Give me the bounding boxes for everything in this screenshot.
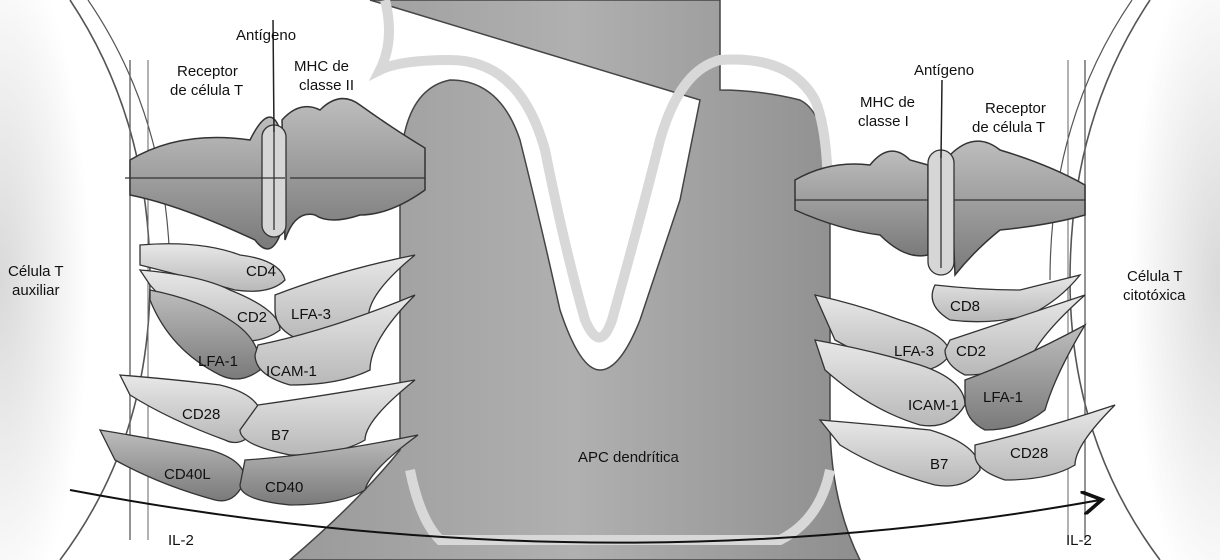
apc-label: APC dendrítica	[578, 449, 680, 466]
left-cell-label-2: auxiliar	[12, 282, 60, 299]
left-mhc-label-2: classe II	[299, 77, 354, 94]
left-icam1-label: ICAM-1	[266, 363, 317, 380]
left-tcr-label-2: de célula T	[170, 82, 243, 99]
left-b7-label: B7	[271, 427, 289, 444]
right-icam1-label: ICAM-1	[908, 397, 959, 414]
right-tcr-label-1: Receptor	[985, 100, 1046, 117]
right-b7-label: B7	[930, 456, 948, 473]
left-mhc-label-1: MHC de	[294, 58, 349, 75]
right-lfa3-label: LFA-3	[894, 343, 934, 360]
right-cd2-label: CD2	[956, 343, 986, 360]
left-cell-label-1: Célula T	[8, 263, 64, 280]
left-lfa1-label: LFA-1	[198, 353, 238, 370]
left-cd4-label: CD4	[246, 263, 276, 280]
left-lfa3-label: LFA-3	[291, 306, 331, 323]
right-cell-label-2: citotóxica	[1123, 287, 1186, 304]
right-mhc-label-2: classe I	[858, 113, 909, 130]
left-cd2-label: CD2	[237, 309, 267, 326]
right-tcr-label-2: de célula T	[972, 119, 1045, 136]
left-antigen-label: Antígeno	[236, 27, 296, 44]
left-cd40-label: CD40	[265, 479, 303, 496]
il2-left-label: IL-2	[168, 532, 194, 549]
right-cell-label-1: Célula T	[1127, 268, 1183, 285]
left-cd28-label: CD28	[182, 406, 220, 423]
left-cd40l-label: CD40L	[164, 466, 211, 483]
right-mhc-label-1: MHC de	[860, 94, 915, 111]
left-tcr-label-1: Receptor	[177, 63, 238, 80]
right-lfa1-label: LFA-1	[983, 389, 1023, 406]
right-antigen-label: Antígeno	[914, 62, 974, 79]
right-cd8-label: CD8	[950, 298, 980, 315]
right-cd28-label: CD28	[1010, 445, 1048, 462]
il2-right-label: IL-2	[1066, 532, 1092, 549]
